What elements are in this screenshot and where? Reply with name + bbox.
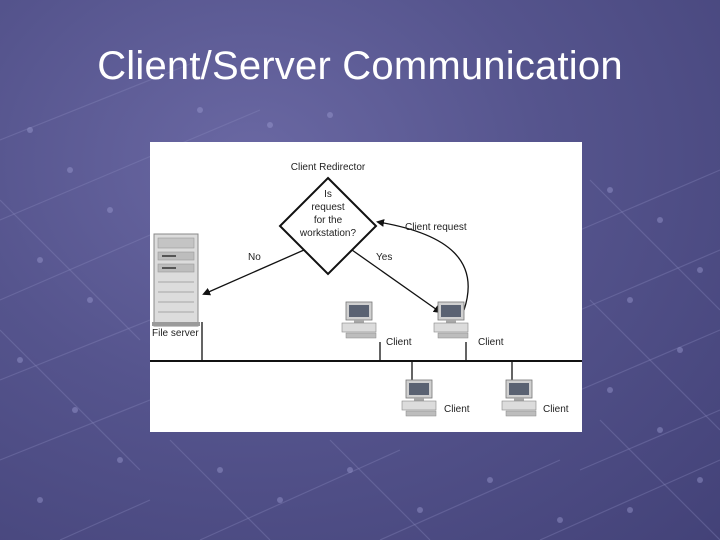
decision-text-line-2: request [311,202,345,213]
yes-branch-arrow [351,249,442,314]
slide-title: Client/Server Communication [97,44,623,88]
client-label-1: Client [386,337,412,348]
file-server-label: File server [152,328,199,339]
computer-icon [341,301,377,339]
computer-icon [433,301,469,339]
client-request-arrow [376,219,469,311]
computer-icon [501,379,537,417]
client-request-label: Client request [405,222,467,233]
client-label-3: Client [444,404,470,415]
no-branch-arrow [202,249,305,296]
client-redirector-label: Client Redirector [291,162,366,173]
decision-text-line-3: for the [314,215,343,226]
client-label-2: Client [478,337,504,348]
computer-icon [401,379,437,417]
client-label-4: Client [543,404,569,415]
decision-text-line-4: workstation? [299,228,357,239]
file-server-icon [152,233,200,327]
no-label: No [248,252,261,263]
client-server-diagram: Client Redirector Is request for the wor… [150,142,582,432]
decision-text-line-1: Is [324,189,332,200]
yes-label: Yes [376,252,392,263]
